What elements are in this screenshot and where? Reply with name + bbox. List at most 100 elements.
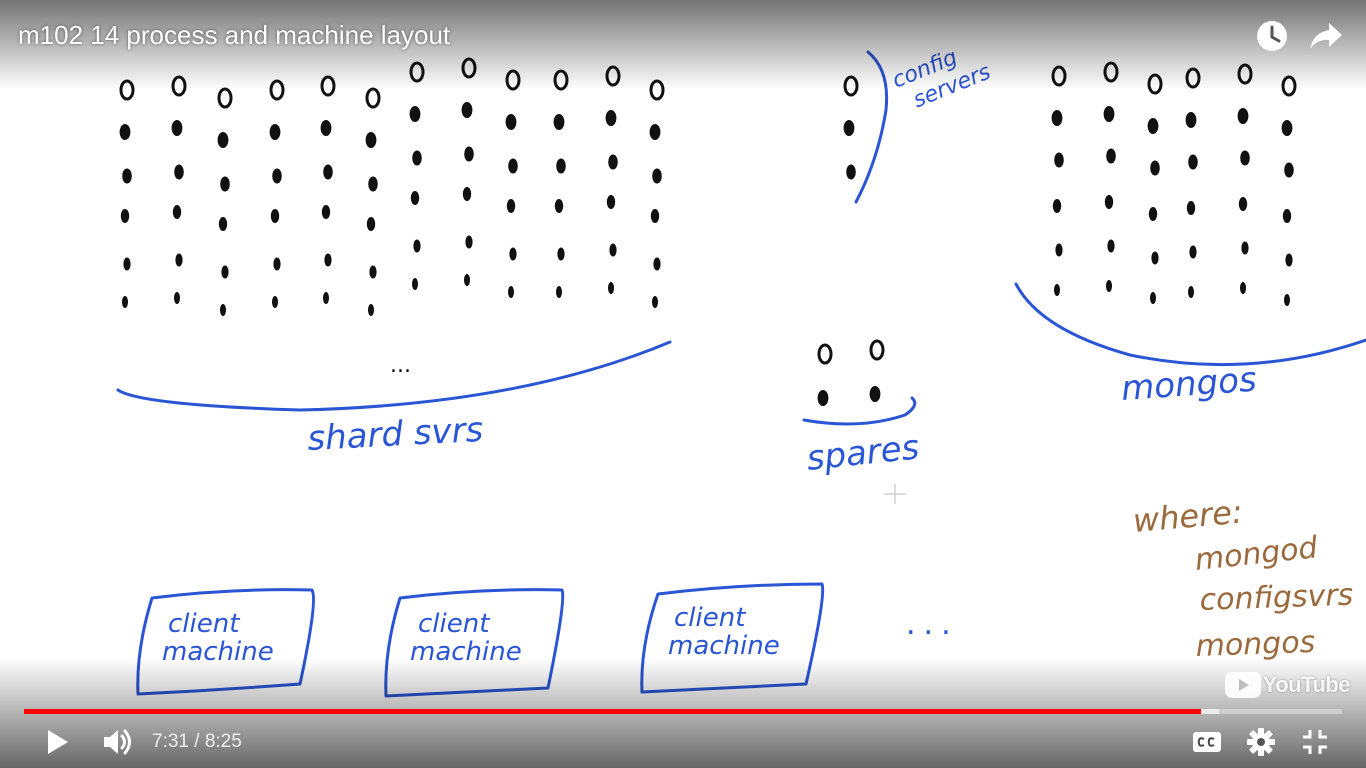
- mongos-process-dot: [1237, 63, 1253, 85]
- shard-process-dot: [272, 168, 282, 184]
- shard-process-dot: [508, 158, 518, 174]
- mongos-process-dot: [1282, 209, 1292, 223]
- spare-server-dots: [817, 339, 885, 406]
- spares-bracket: [802, 396, 917, 426]
- shard-process-dot: [217, 132, 229, 148]
- shard-process-dot: [464, 146, 474, 162]
- shard-process-dot: [412, 150, 422, 166]
- spare-process-dot: [817, 390, 829, 406]
- mongos-process-dot: [1238, 197, 1248, 211]
- shard-process-dot: [462, 187, 472, 201]
- mongos-process-dot: [1055, 243, 1063, 257]
- shard-process-dot: [412, 278, 418, 290]
- mongos-process-dot: [1188, 154, 1198, 170]
- shard-process-dot: [270, 209, 280, 223]
- mongos-process-dot: [1188, 286, 1194, 298]
- spare-process-dot: [869, 339, 885, 361]
- mongos-process-dot: [1240, 282, 1246, 294]
- shard-process-dot: [605, 65, 621, 87]
- mongos-process-dot: [1185, 67, 1201, 89]
- shard-process-dot: [413, 239, 421, 253]
- shard-process-dot: [553, 114, 565, 130]
- mongos-process-dot: [1151, 251, 1159, 265]
- mongos-bracket: [1014, 282, 1366, 367]
- shard-process-dot: [650, 209, 660, 223]
- shard-process-dot: [119, 79, 135, 101]
- shard-process-dot: [220, 304, 226, 316]
- shard-process-dot: [649, 124, 661, 140]
- shard-process-dot: [652, 168, 662, 184]
- shard-process-dot: [321, 205, 331, 219]
- mongos-process-dot: [1240, 150, 1250, 166]
- shard-process-dot: [172, 205, 182, 219]
- mongos-process-dot: [1054, 152, 1064, 168]
- mongos-process-dot: [1189, 245, 1197, 259]
- client-machine-1-label-line-1: client: [168, 609, 240, 639]
- shard-process-dot: [171, 75, 187, 97]
- volume-button[interactable]: [98, 722, 138, 762]
- youtube-watermark[interactable]: YouTube: [1224, 672, 1351, 698]
- shard-process-dot: [461, 57, 477, 79]
- spares-label: spares: [805, 427, 921, 479]
- shard-process-dot: [320, 120, 332, 136]
- shard-bracket: [116, 340, 672, 412]
- mongos-process-dot: [1147, 73, 1163, 95]
- shard-process-dot: [218, 217, 228, 231]
- mongos-process-dot: [1104, 195, 1114, 209]
- shard-process-dot: [608, 282, 614, 294]
- share-arrow-icon: [1310, 23, 1342, 49]
- current-time: 7:31: [152, 731, 189, 752]
- exit-fullscreen-button[interactable]: [1295, 722, 1335, 762]
- shard-process-dot: [653, 257, 661, 271]
- shard-process-dot: [323, 292, 329, 304]
- spare-process-dot: [817, 343, 833, 365]
- spare-process-dot: [869, 386, 881, 402]
- video-title[interactable]: m102 14 process and machine layout: [18, 20, 451, 50]
- progress-bar[interactable]: [24, 709, 1342, 714]
- captions-button[interactable]: [1187, 722, 1227, 762]
- youtube-logo-icon: [1224, 672, 1261, 698]
- shard-process-dot: [324, 253, 332, 267]
- shard-process-dot: [320, 75, 336, 97]
- play-button[interactable]: [38, 722, 78, 762]
- shard-process-dot: [410, 191, 420, 205]
- client-machine-3-label-line-2: machine: [668, 631, 780, 661]
- client-ellipsis: ...: [906, 607, 959, 642]
- shard-process-dot: [649, 79, 665, 101]
- mongos-process-dot: [1147, 118, 1159, 134]
- shard-process-dot: [221, 265, 229, 279]
- shard-process-dot: [554, 199, 564, 213]
- client-machine-2: client machine: [384, 588, 565, 698]
- svg-text:client machine: client machine: [162, 609, 274, 667]
- mongos-process-dot: [1185, 112, 1197, 128]
- gear-icon: [1247, 728, 1275, 756]
- shard-process-dot: [120, 209, 130, 223]
- shard-process-dot: [465, 235, 473, 249]
- shard-process-dot: [217, 87, 233, 109]
- shard-process-dot: [269, 124, 281, 140]
- shard-process-dot: [369, 265, 377, 279]
- shard-process-dot: [365, 132, 377, 148]
- settings-button[interactable]: [1241, 722, 1281, 762]
- client-machine-3: client machine: [640, 582, 825, 694]
- config-label: config servers: [889, 36, 994, 118]
- shard-process-dot: [556, 158, 566, 174]
- play-icon: [48, 730, 68, 754]
- shard-process-dot: [505, 114, 517, 130]
- share-button[interactable]: [1308, 18, 1344, 54]
- mongos-process-dot: [1150, 160, 1160, 176]
- mongos-process-dot: [1150, 292, 1156, 304]
- volume-icon: [104, 729, 131, 755]
- shard-ellipsis: ...: [390, 353, 411, 378]
- mongos-process-dot: [1186, 201, 1196, 215]
- svg-text:client machine: client machine: [668, 603, 780, 661]
- client-machine-1-label-line-2: machine: [162, 637, 274, 667]
- shard-process-dot: [123, 257, 131, 271]
- watch-later-button[interactable]: [1254, 18, 1290, 54]
- shard-process-dot: [553, 69, 569, 91]
- shard-process-dot: [220, 176, 230, 192]
- where-item-3: mongos: [1195, 625, 1316, 664]
- client-machine-2-label-line-2: machine: [410, 637, 522, 667]
